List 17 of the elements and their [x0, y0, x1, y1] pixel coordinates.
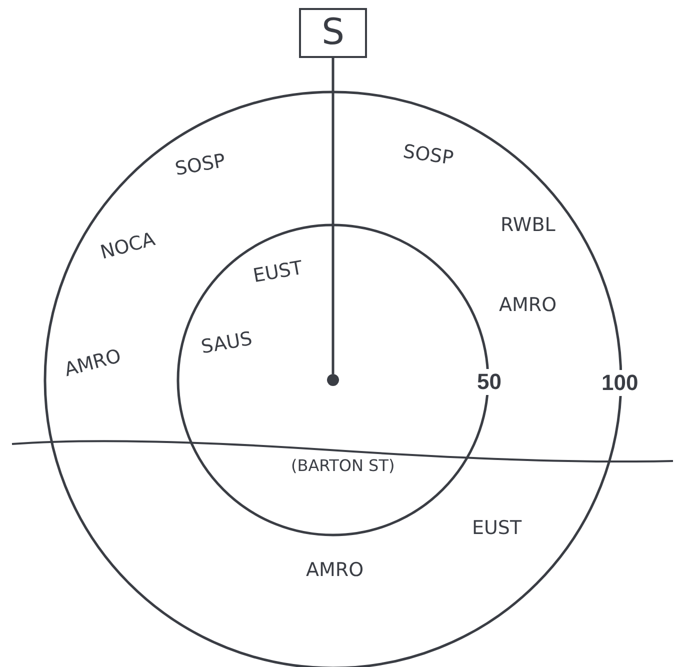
distance-label: 50: [477, 369, 502, 395]
species-code: SOSP: [172, 150, 227, 180]
species-code: EUST: [251, 256, 304, 288]
species-code: AMRO: [306, 559, 364, 581]
connector-line: [332, 58, 334, 374]
species-code: AMRO: [62, 344, 124, 382]
street-name: (BARTON ST): [291, 456, 395, 474]
species-code: RWBL: [500, 214, 556, 236]
species-code: SAUS: [198, 328, 254, 358]
station-label: S: [322, 15, 344, 51]
species-code: NOCA: [98, 228, 157, 264]
center-dot: [327, 374, 339, 386]
distance-label: 100: [602, 370, 638, 396]
station-box: [299, 8, 367, 58]
species-code: AMRO: [499, 294, 557, 316]
species-code: EUST: [472, 517, 522, 539]
species-code: SOSP: [401, 140, 454, 170]
